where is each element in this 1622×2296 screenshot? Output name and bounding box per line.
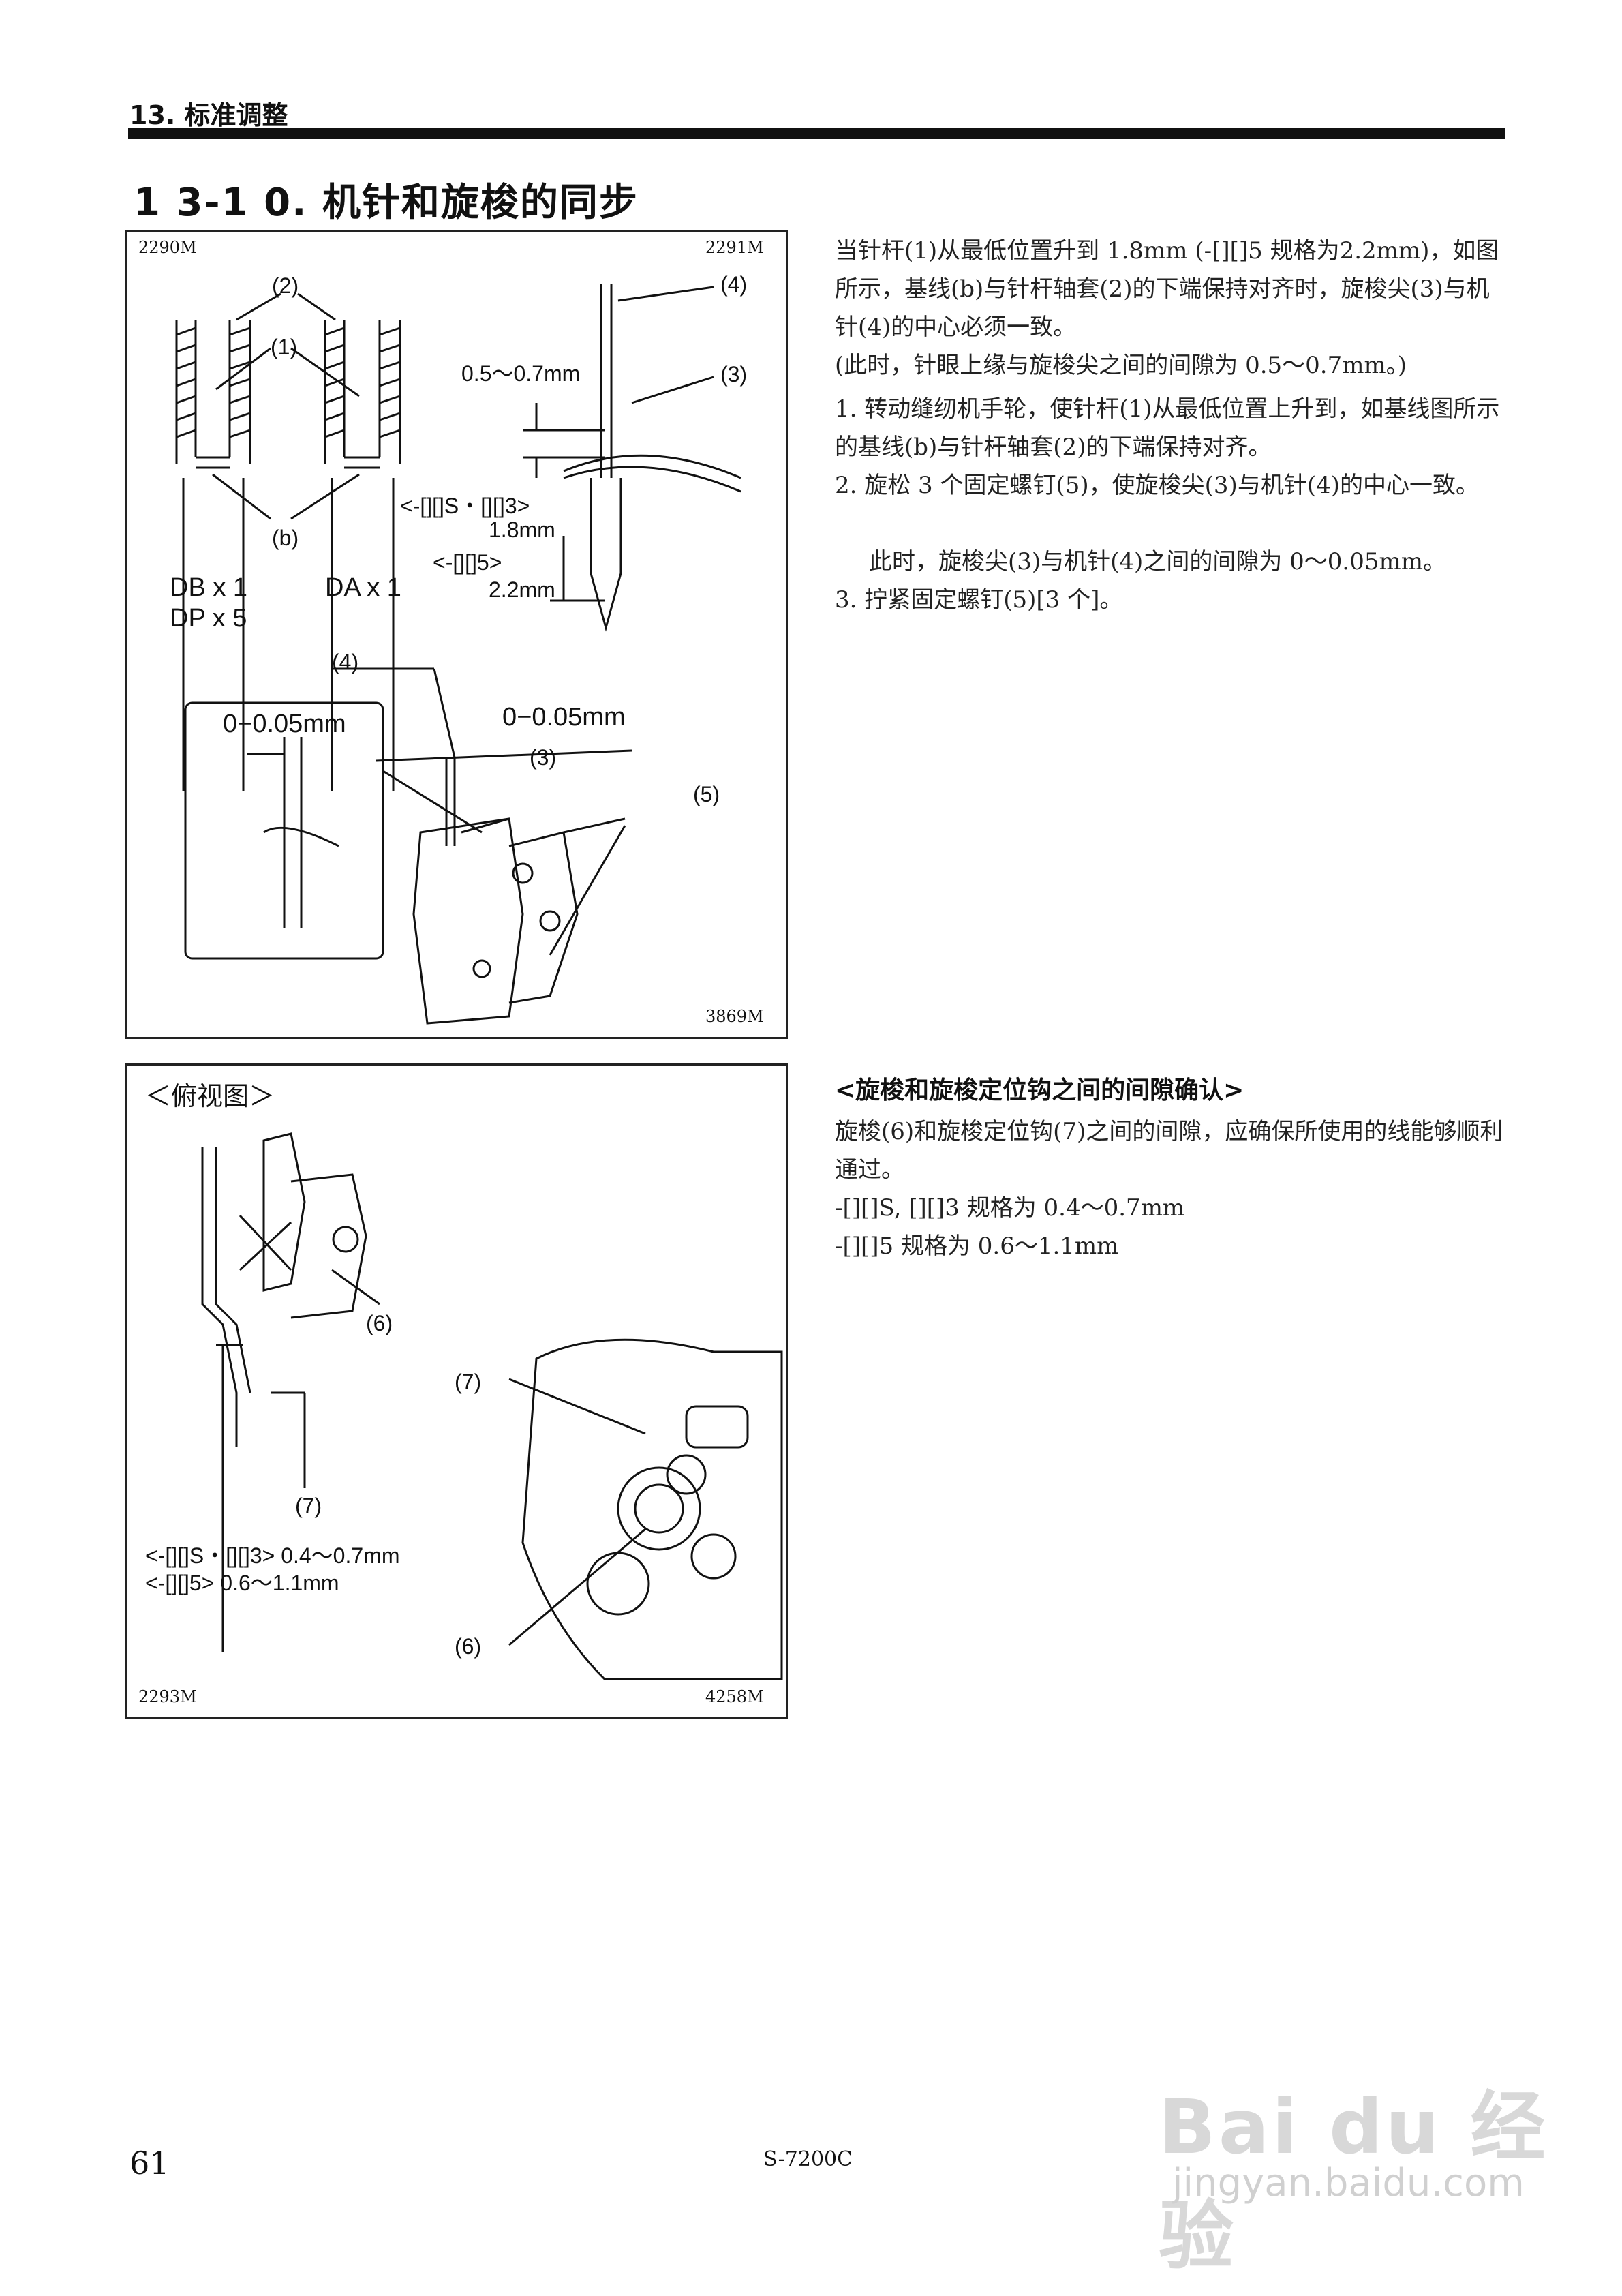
section-header: 13. 标准调整 [129, 100, 288, 130]
callout-2: (2) [272, 273, 299, 298]
callout-1: (1) [271, 335, 298, 359]
header-rule [128, 128, 1505, 139]
figure-code: 4258M [705, 1687, 764, 1706]
clearance-paragraph: 旋梭(6)和旋梭定位钩(7)之间的间隙，应确保所使用的线能够顺利通过。 [835, 1118, 1503, 1183]
callout-3-lower: (3) [530, 745, 557, 770]
callout-3: (3) [720, 362, 748, 387]
intro-paragraph: 当针杆(1)从最低位置升到 1.8mm (-[][]5 规格为2.2mm)，如图… [835, 237, 1499, 341]
rise-1-8mm: 1.8mm [489, 517, 555, 542]
clearance-line-2: -[][]5 规格为 0.6～1.1mm [835, 1233, 1119, 1260]
page-title: 1 3-1 0. 机针和旋梭的同步 [134, 181, 639, 225]
hook-needle-gap: 0−0.05mm [502, 703, 626, 731]
rise-2-2mm: 2.2mm [489, 577, 555, 602]
figure-code: 2293M [138, 1687, 197, 1706]
step-3: 3. 拧紧固定螺钉(5)[3 个]。 [835, 586, 1123, 614]
spec-s3-label: <-[][]S・[][]3> [400, 494, 530, 518]
step-1: 1. 转动缝纫机手轮，使针杆(1)从最低位置上升到，如基线图所示的基线(b)与针… [835, 395, 1500, 461]
gap-eye-to-hook: 0.5～0.7mm [461, 361, 581, 386]
clearance-line-1: -[][]S, [][]3 规格为 0.4～0.7mm [835, 1194, 1185, 1222]
callout-6: (6) [366, 1311, 393, 1335]
needle-spec-dp: DP x 5 [170, 604, 247, 633]
figure-code: 2290M [138, 238, 197, 257]
top-view-drawing [201, 1132, 783, 1680]
callout-4-lower: (4) [332, 650, 359, 674]
baidu-watermark-logo: Bai du 经验 [1159, 2083, 1548, 2280]
callout-5: (5) [693, 782, 720, 806]
needle-spec-db: DB x 1 [170, 573, 248, 602]
clearance-spec-1: <-[][]S・[][]3> 0.4～0.7mm [145, 1543, 400, 1568]
figure-top-view: ＜俯视图＞ (6) (7) <-[][]S・[][]3> 0.4～0.7mm <… [125, 1063, 788, 1719]
callout-6-photo: (6) [455, 1634, 482, 1659]
note-paragraph: (此时，针眼上缘与旋梭尖之间的间隙为 0.5～0.7mm。) [835, 352, 1407, 379]
figure-code: 3869M [705, 1007, 764, 1026]
page-number: 61 [129, 2145, 170, 2181]
top-view-heading: ＜俯视图＞ [145, 1083, 275, 1111]
figure-needle-hook-timing: 2290M 2291M 3869M (2) (1) (b) DB x 1 DP … [125, 230, 788, 1039]
callout-4: (4) [720, 272, 748, 297]
clearance-spec-2: <-[][]5> 0.6～1.1mm [145, 1571, 339, 1595]
callout-b: (b) [272, 526, 299, 550]
spec-5-label: <-[][]5> [433, 550, 502, 575]
clearance-heading: <旋梭和旋梭定位钩之间的间隙确认> [835, 1076, 1244, 1104]
zoom-gap-label: 0−0.05mm [223, 710, 346, 738]
baidu-watermark-url: jingyan.baidu.com [1172, 2161, 1525, 2205]
callout-7-photo: (7) [455, 1370, 482, 1394]
step-2: 2. 旋松 3 个固定螺钉(5)，使旋梭尖(3)与机针(4)的中心一致。 [835, 472, 1479, 499]
callout-7: (7) [295, 1494, 322, 1518]
figure-code: 2291M [705, 238, 764, 257]
step-2-note: 此时，旋梭尖(3)与机针(4)之间的间隙为 0～0.05mm。 [869, 548, 1446, 575]
model-name: S-7200C [763, 2147, 853, 2171]
needle-diagram-drawing [175, 284, 741, 1025]
needle-spec-da: DA x 1 [325, 573, 401, 602]
